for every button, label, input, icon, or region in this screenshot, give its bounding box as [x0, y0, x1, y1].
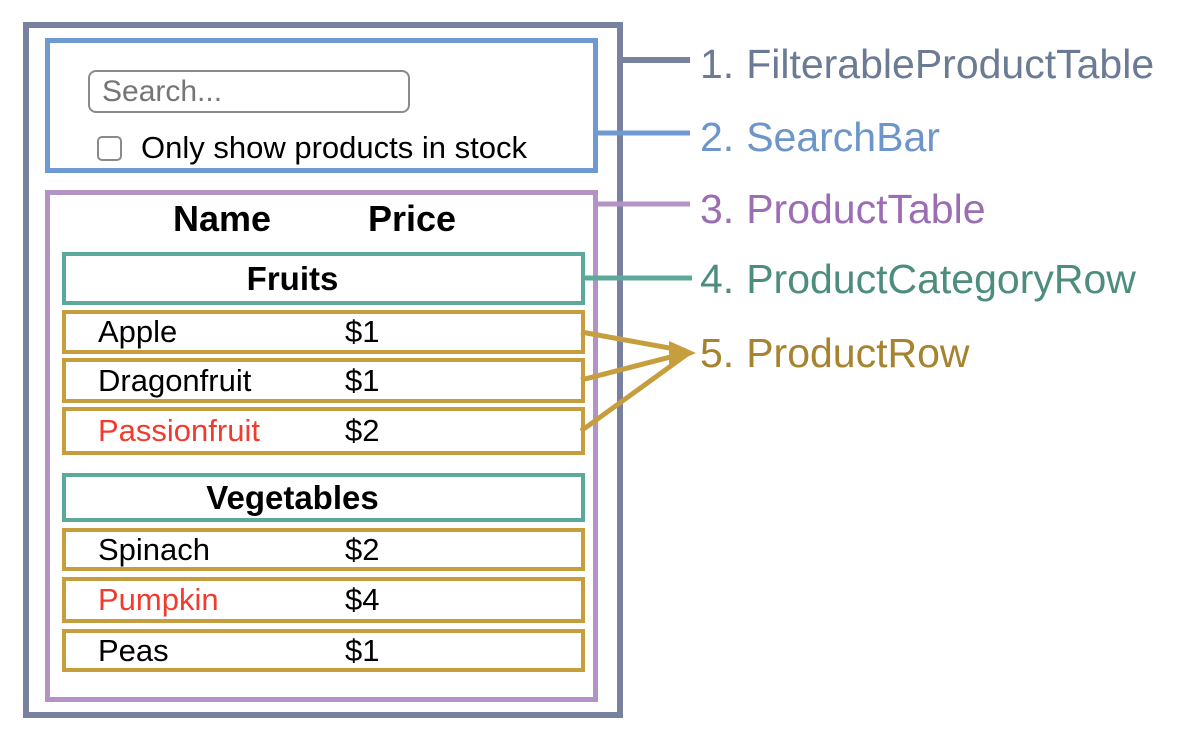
category-label: Fruits: [246, 259, 339, 297]
product-row-dragonfruit: Dragonfruit $1: [62, 358, 585, 403]
legend-label: ProductRow: [746, 330, 970, 376]
product-price: $1: [345, 362, 380, 398]
search-input[interactable]: [88, 70, 410, 113]
category-row-vegetables: Vegetables: [62, 473, 585, 522]
legend-filterable-product-table: 1.FilterableProductTable: [700, 40, 1154, 88]
product-name: Peas: [98, 632, 169, 668]
legend-label: SearchBar: [746, 114, 940, 160]
legend-number: 1.: [700, 41, 735, 87]
product-price: $1: [345, 632, 380, 668]
legend-product-row: 5.ProductRow: [700, 329, 970, 377]
column-header-price: Price: [367, 198, 457, 239]
product-name: Spinach: [98, 531, 211, 567]
product-name: Passionfruit: [98, 413, 260, 448]
product-row-passionfruit: Passionfruit $2: [62, 407, 585, 455]
category-label: Vegetables: [206, 478, 379, 516]
legend-product-table: 3.ProductTable: [700, 185, 986, 233]
product-row-spinach: Spinach $2: [62, 528, 585, 571]
product-row-peas: Peas $1: [62, 629, 585, 672]
legend-number: 3.: [700, 186, 735, 232]
legend-label: FilterableProductTable: [746, 41, 1155, 87]
product-price: $2: [345, 413, 380, 448]
legend-product-category-row: 4.ProductCategoryRow: [700, 255, 1136, 303]
product-price: $4: [345, 582, 380, 617]
legend-number: 2.: [700, 114, 735, 160]
legend-number: 5.: [700, 330, 735, 376]
category-row-fruits: Fruits: [62, 252, 585, 305]
product-row-apple: Apple $1: [62, 310, 585, 354]
legend-label: ProductTable: [746, 186, 986, 232]
product-name: Pumpkin: [98, 582, 219, 617]
stock-filter-row: Only show products in stock: [97, 130, 527, 166]
legend-label: ProductCategoryRow: [746, 256, 1136, 302]
in-stock-checkbox[interactable]: [97, 135, 122, 161]
in-stock-checkbox-label: Only show products in stock: [141, 130, 527, 165]
product-name: Dragonfruit: [98, 362, 252, 398]
product-row-pumpkin: Pumpkin $4: [62, 577, 585, 623]
legend-number: 4.: [700, 256, 735, 302]
product-name: Apple: [98, 314, 178, 349]
product-price: $1: [345, 314, 380, 349]
product-price: $2: [345, 531, 380, 567]
column-header-name: Name: [172, 198, 272, 239]
legend-search-bar: 2.SearchBar: [700, 113, 940, 161]
arrowhead-icon: [669, 341, 696, 365]
